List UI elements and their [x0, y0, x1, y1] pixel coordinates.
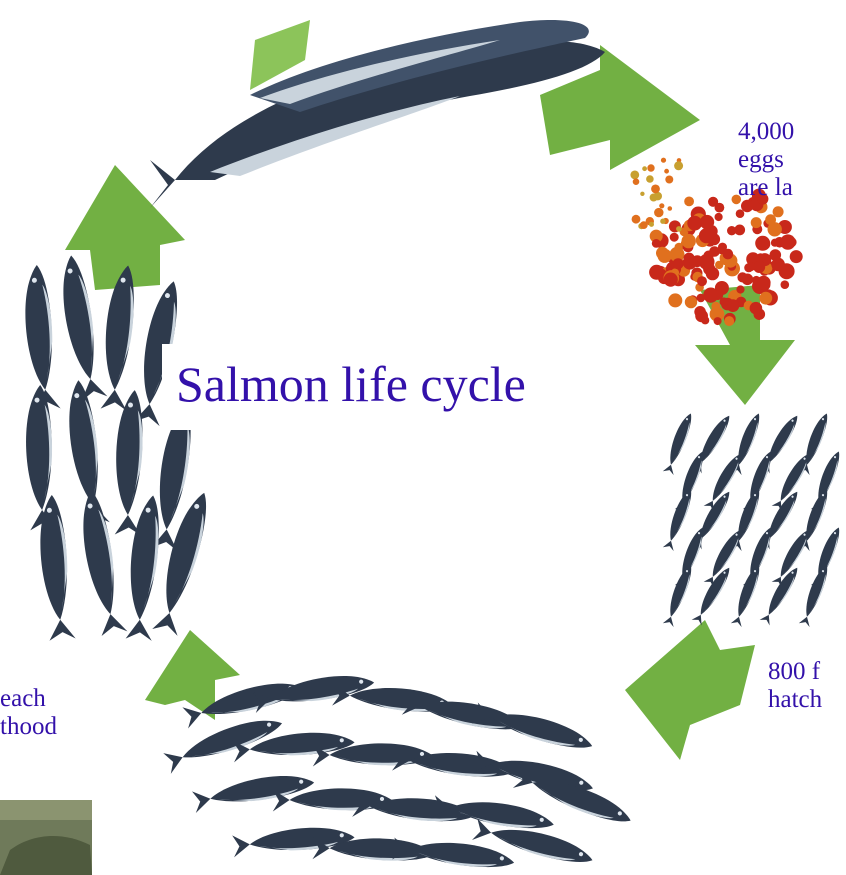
fish-shape	[662, 563, 695, 627]
fish-shape	[124, 494, 164, 641]
fish-shape	[192, 769, 316, 813]
egg	[757, 276, 771, 290]
egg	[711, 302, 720, 311]
adult-school-left	[21, 254, 216, 641]
egg	[714, 317, 722, 325]
egg	[756, 253, 765, 262]
egg	[736, 209, 745, 218]
egg	[676, 226, 682, 232]
egg	[781, 280, 790, 289]
egg	[633, 178, 640, 185]
fish-shape	[730, 563, 763, 627]
adult-label-line-1: each	[0, 685, 57, 713]
egg	[727, 299, 740, 312]
egg	[656, 247, 669, 260]
egg	[665, 176, 673, 184]
adult-label: each thood	[0, 685, 57, 741]
egg	[734, 225, 745, 236]
egg	[699, 228, 714, 243]
page-title: Salmon life cycle	[162, 344, 642, 430]
egg	[673, 258, 684, 269]
egg	[642, 166, 647, 171]
egg	[724, 316, 734, 326]
fry-label-line-2: hatch	[768, 686, 822, 714]
egg	[661, 158, 666, 163]
egg	[700, 215, 714, 229]
fish-shape	[75, 489, 127, 637]
egg	[668, 293, 682, 307]
fish-shape	[232, 824, 355, 858]
egg	[701, 316, 709, 324]
juvenile-school	[163, 669, 635, 872]
egg	[685, 296, 697, 308]
arrow-bottom-right	[625, 620, 755, 760]
egg	[632, 215, 641, 224]
fish-shape	[113, 390, 146, 536]
fry-school	[662, 411, 843, 627]
adult-label-line-2: thood	[0, 713, 57, 741]
fish-shape	[151, 489, 215, 636]
egg	[682, 234, 696, 248]
egg	[779, 263, 795, 279]
fry-label: 800 f hatch	[768, 658, 822, 714]
egg	[790, 250, 803, 263]
egg	[715, 203, 725, 213]
egg	[751, 217, 762, 228]
egg	[664, 169, 669, 174]
eggs-label: 4,000 eggs are la	[738, 118, 794, 202]
egg	[640, 192, 644, 196]
egg	[664, 273, 678, 287]
egg	[759, 292, 772, 305]
egg	[647, 164, 654, 171]
egg	[652, 239, 661, 248]
egg	[697, 294, 706, 303]
fry-label-line-1: 800 f	[768, 658, 822, 686]
egg	[736, 285, 744, 293]
eggs-label-line-3: are la	[738, 174, 794, 202]
egg	[640, 221, 648, 229]
egg	[674, 161, 683, 170]
egg	[668, 206, 673, 211]
fish-shape	[759, 564, 801, 625]
egg	[683, 255, 697, 269]
egg	[651, 185, 660, 194]
fish-shape	[798, 563, 831, 627]
egg	[715, 213, 723, 221]
egg	[649, 222, 654, 227]
egg	[755, 236, 770, 251]
egg	[654, 208, 663, 217]
egg	[697, 276, 707, 286]
egg	[660, 219, 665, 224]
adult-salmon-top	[150, 20, 605, 208]
egg	[747, 262, 756, 271]
egg	[684, 197, 694, 207]
egg	[765, 214, 776, 225]
egg	[670, 233, 679, 242]
fish-shape	[662, 487, 695, 551]
egg	[659, 203, 664, 208]
egg	[694, 306, 706, 318]
egg	[706, 267, 719, 280]
egg	[703, 288, 718, 303]
egg	[787, 237, 797, 247]
photo-thumbnail	[0, 800, 92, 875]
egg	[750, 302, 763, 315]
egg	[630, 171, 639, 180]
egg	[646, 175, 654, 183]
fish-shape	[691, 564, 733, 625]
eggs-label-line-2: eggs	[738, 146, 794, 174]
egg	[773, 206, 784, 217]
egg	[720, 297, 729, 306]
egg	[723, 249, 734, 260]
egg	[737, 272, 747, 282]
fish-shape	[662, 411, 695, 475]
eggs-label-line-1: 4,000	[738, 118, 794, 146]
